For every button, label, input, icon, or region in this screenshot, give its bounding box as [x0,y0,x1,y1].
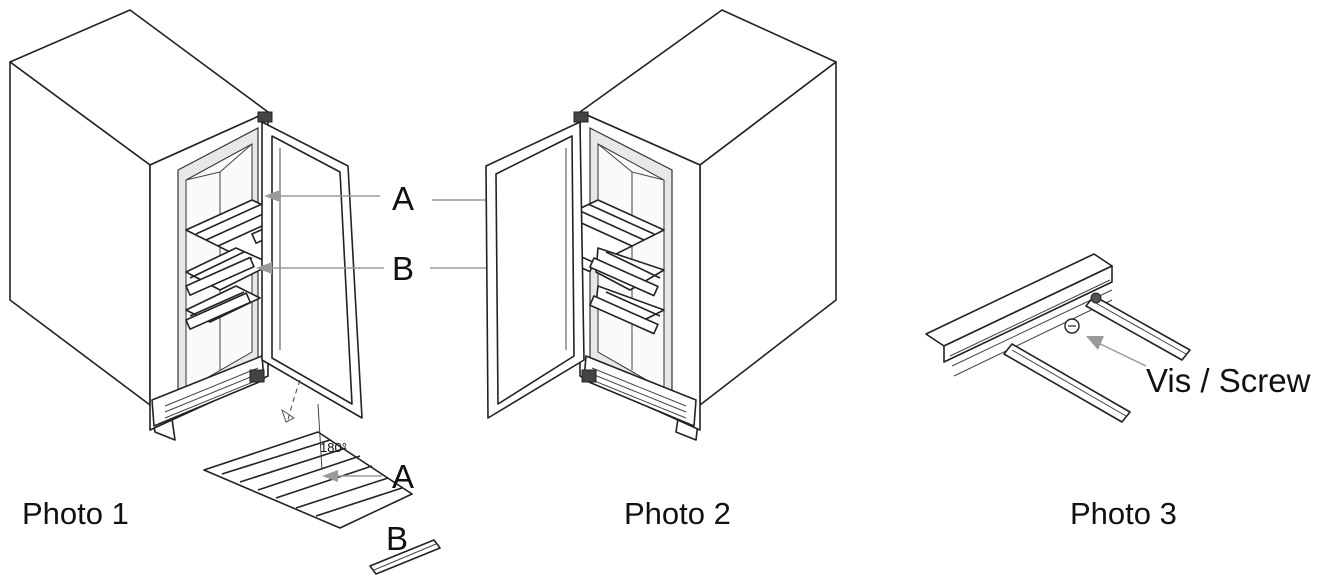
label-door-angle: 180° [320,440,347,455]
photo2-shelf-2 [589,247,665,297]
photo1-removed-bar-b [369,539,441,575]
label-a-low: A [392,458,414,495]
label-b-low: B [386,520,408,557]
photo1-shelf-3 [185,285,261,330]
label-screw: Vis / Screw [1146,362,1311,399]
label-a-top: A [392,180,414,217]
photo1-cabinet-drawing [9,9,441,575]
photo2-cabinet-drawing [485,9,837,441]
screw-icon [1064,292,1102,334]
photo1-removed-shelf-a [203,431,413,529]
photo3-closeup-drawing [925,253,1191,423]
photo2-shelf-3 [589,285,665,335]
label-b-mid: B [392,250,414,287]
photo3-caption: Photo 3 [1070,496,1177,531]
photo2-caption: Photo 2 [624,496,731,531]
photo1-caption: Photo 1 [22,496,129,531]
pointer-screw [1086,336,1147,367]
pointer-a-lower [322,470,382,482]
